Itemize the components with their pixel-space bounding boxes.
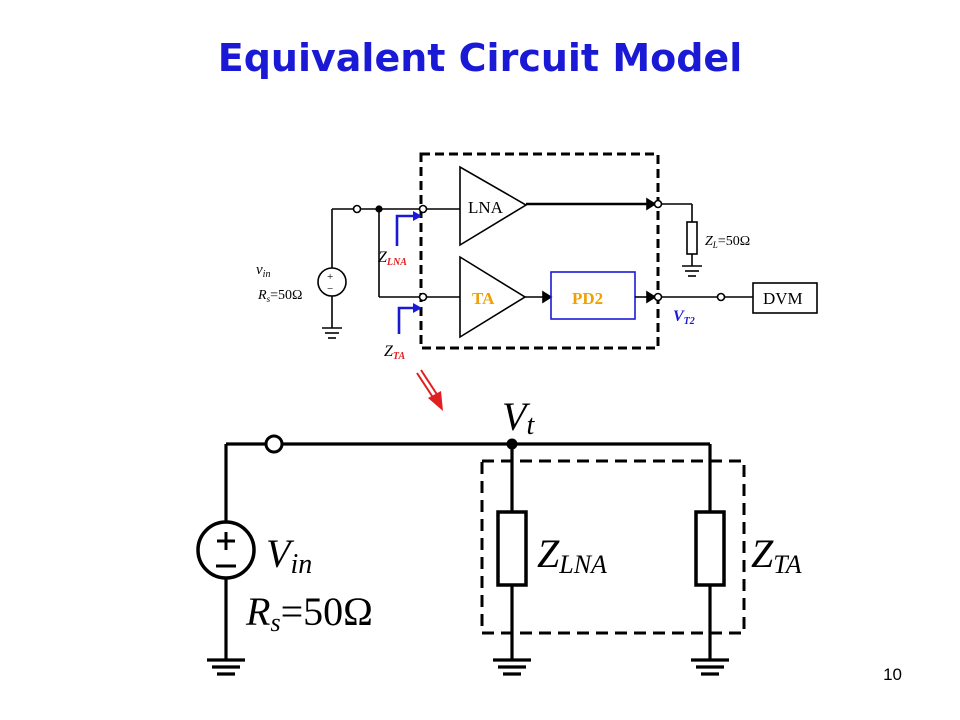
- page-number: 10: [883, 665, 902, 684]
- ta-amplifier: [459, 255, 527, 339]
- equivalent-circuit: [196, 434, 746, 676]
- rs-label: Rs=50Ω: [245, 589, 373, 637]
- split-node: [375, 205, 383, 213]
- source-minus-sign: −: [327, 283, 333, 295]
- pd2-label: PD2: [572, 289, 603, 308]
- source-plus-sign: +: [327, 271, 333, 283]
- dvm-label: DVM: [763, 289, 803, 308]
- equivalent-dashed-box: [480, 459, 746, 635]
- source-terminal: [352, 204, 362, 214]
- top-voltage-source: [317, 267, 347, 297]
- vin-top-label: vin: [256, 262, 270, 280]
- input-terminal: [264, 434, 284, 454]
- lna-output-terminal: [653, 199, 663, 209]
- z-lna-arrow: [395, 211, 422, 246]
- z-ta-bottom-label: ZTA: [751, 531, 802, 579]
- slide-title: Equivalent Circuit Model: [217, 36, 743, 80]
- dvm-terminal: [716, 292, 726, 302]
- ta-input-terminal: [418, 292, 428, 302]
- vin-source: [196, 520, 256, 580]
- vin-label: Vin: [266, 531, 312, 580]
- transform-arrow: [416, 369, 443, 411]
- zl-label: ZL=50Ω: [705, 234, 750, 250]
- module-dashed-box: [419, 152, 660, 350]
- z-lna-ground: [493, 658, 531, 676]
- pd2-block: [550, 271, 636, 320]
- z-ta-resistor: [694, 510, 726, 587]
- vin-ground: [207, 658, 245, 676]
- pd2-output-terminal: [653, 292, 663, 302]
- vt-label: Vt: [502, 394, 535, 441]
- z-ta-ground: [691, 658, 729, 676]
- z-ta-label: ZTA: [384, 343, 405, 362]
- z-ta-arrow: [397, 303, 422, 334]
- lna-input-terminal: [418, 204, 428, 214]
- top-source-ground: [322, 327, 342, 339]
- load-resistor: [686, 221, 698, 255]
- z-lna-resistor: [496, 510, 528, 587]
- ta-label: TA: [472, 289, 495, 308]
- z-lna-bottom-label: ZLNA: [537, 531, 607, 579]
- top-schematic: [317, 152, 818, 350]
- lna-amplifier: [459, 165, 528, 247]
- dvm-block: [752, 282, 818, 314]
- load-ground: [682, 265, 702, 277]
- z-lna-label: ZLNA: [378, 249, 407, 268]
- lna-label: LNA: [468, 198, 504, 217]
- vt2-label: VT2: [673, 308, 695, 327]
- rs-top-label: Rs=50Ω: [257, 288, 302, 304]
